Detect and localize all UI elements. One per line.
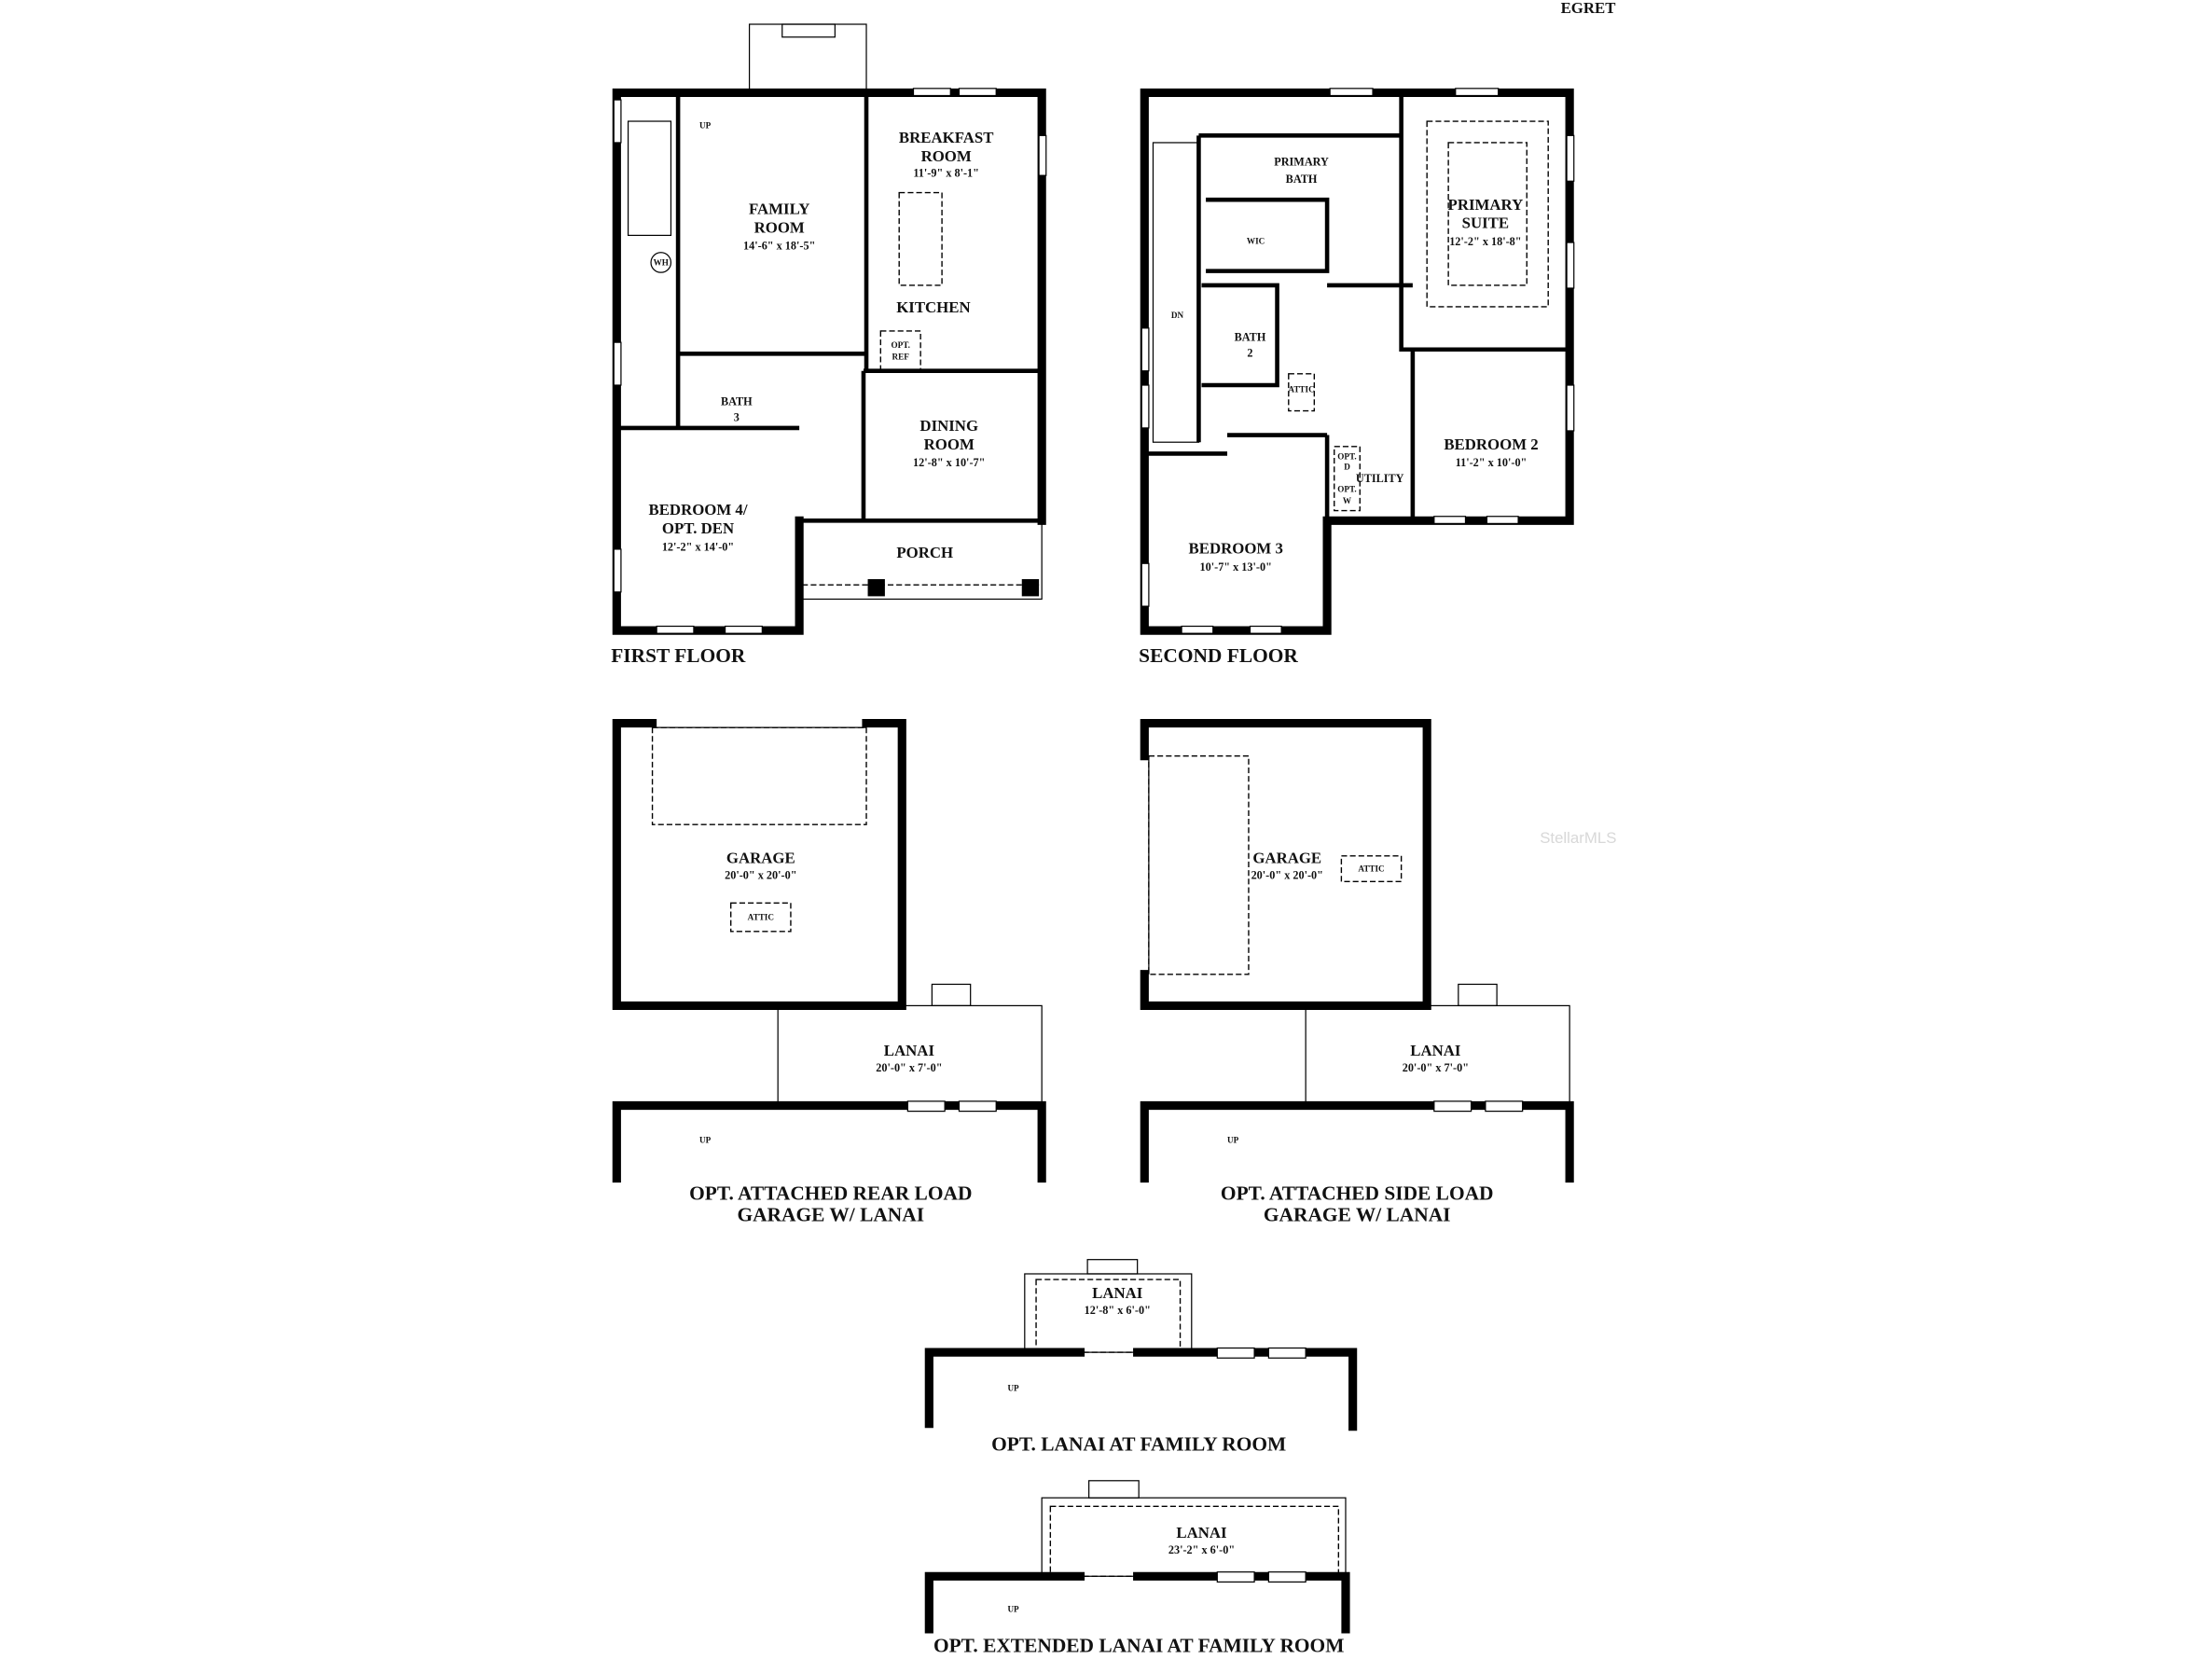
second-floor-caption: SECOND FLOOR bbox=[1139, 644, 1298, 667]
breakfast-room-dims: 11'-9" x 8'-1" bbox=[913, 167, 979, 180]
bath-3-label-2: 3 bbox=[734, 410, 740, 423]
bedroom-3-dims: 10'-7" x 13'-0" bbox=[1200, 560, 1272, 574]
plan-title: EGRET bbox=[1561, 0, 1616, 17]
side-garage-attic-label: ATTIC bbox=[1358, 864, 1384, 874]
side-garage-dims: 20'-0" x 20'-0" bbox=[1251, 868, 1323, 881]
opt-ref-label-2: REF bbox=[892, 352, 910, 361]
bath-2-label-2: 2 bbox=[1247, 346, 1252, 359]
bedroom-4-label: BEDROOM 4/ bbox=[649, 501, 748, 518]
opt-ref-label: OPT. bbox=[892, 340, 910, 350]
opt-dryer-label: OPT. bbox=[1337, 452, 1356, 462]
rear-garage-dims: 20'-0" x 20'-0" bbox=[725, 868, 796, 881]
lanai-label: LANAI bbox=[1092, 1284, 1142, 1302]
porch-label: PORCH bbox=[896, 544, 953, 561]
rear-load-caption-2: GARAGE W/ LANAI bbox=[737, 1203, 924, 1225]
extended-lanai-stairs-up-label: UP bbox=[1007, 1605, 1019, 1614]
rear-garage-label: GARAGE bbox=[726, 849, 795, 866]
bedroom-4-dims: 12'-2" x 14'-0" bbox=[662, 540, 734, 553]
first-floor-caption: FIRST FLOOR bbox=[611, 644, 746, 667]
side-load-caption: OPT. ATTACHED SIDE LOAD bbox=[1221, 1182, 1494, 1204]
stairs-down-label: DN bbox=[1171, 311, 1184, 320]
breakfast-room-label: BREAKFAST bbox=[899, 129, 994, 146]
watermark: StellarMLS bbox=[1540, 829, 1616, 847]
utility-label: UTILITY bbox=[1356, 472, 1404, 485]
extended-lanai-caption: OPT. EXTENDED LANAI AT FAMILY ROOM bbox=[933, 1634, 1344, 1656]
family-room-dims: 14'-6" x 18'-5" bbox=[743, 240, 815, 253]
rear-lanai-dims: 20'-0" x 7'-0" bbox=[876, 1061, 942, 1074]
side-garage-label: GARAGE bbox=[1252, 849, 1321, 866]
lanai-stairs-up-label: UP bbox=[1007, 1383, 1019, 1392]
rear-stairs-up-label: UP bbox=[699, 1135, 712, 1144]
opt-washer-label: OPT. bbox=[1337, 485, 1356, 494]
primary-suite-label-2: SUITE bbox=[1462, 214, 1509, 232]
second-floor-plan: PRIMARY BATH PRIMARY SUITE 12'-2" x 18'-… bbox=[1139, 88, 1575, 667]
bedroom-3-label: BEDROOM 3 bbox=[1189, 540, 1283, 558]
rear-load-caption: OPT. ATTACHED REAR LOAD bbox=[689, 1182, 972, 1204]
first-floor-plan: FAMILY ROOM 14'-6" x 18'-5" BREAKFAST RO… bbox=[611, 23, 1047, 667]
side-load-garage-option: GARAGE 20'-0" x 20'-0" ATTIC LANAI 20'-0… bbox=[1140, 718, 1574, 1225]
extended-lanai-option: LANAI 23'-2" x 6'-0" UP OPT. EXTENDED LA… bbox=[924, 1480, 1350, 1656]
bath-2-label: BATH bbox=[1235, 331, 1266, 344]
primary-bath-label: PRIMARY bbox=[1274, 155, 1329, 168]
attic-label: ATTIC bbox=[1288, 385, 1314, 394]
dining-room-label: DINING bbox=[919, 417, 978, 435]
stairs-up-label: UP bbox=[699, 121, 712, 131]
bedroom-2-dims: 11'-2" x 10'-0" bbox=[1456, 456, 1528, 469]
family-room-label-2: ROOM bbox=[754, 218, 805, 236]
bath-3-label: BATH bbox=[721, 394, 753, 408]
primary-bath-label-2: BATH bbox=[1286, 173, 1318, 186]
lanai-dims: 12'-8" x 6'-0" bbox=[1085, 1304, 1151, 1317]
opt-washer-label-2: W bbox=[1343, 496, 1352, 505]
dining-room-label-2: ROOM bbox=[924, 435, 975, 453]
dining-room-dims: 12'-8" x 10'-7" bbox=[913, 456, 985, 469]
extended-lanai-dims: 23'-2" x 6'-0" bbox=[1168, 1543, 1235, 1556]
side-lanai-label: LANAI bbox=[1410, 1042, 1460, 1059]
family-room-label: FAMILY bbox=[749, 200, 809, 217]
breakfast-room-label-2: ROOM bbox=[921, 147, 972, 165]
primary-suite-label: PRIMARY bbox=[1448, 196, 1524, 214]
bedroom-4-label-2: OPT. DEN bbox=[662, 519, 734, 537]
extended-lanai-label: LANAI bbox=[1176, 1524, 1226, 1541]
side-lanai-dims: 20'-0" x 7'-0" bbox=[1403, 1061, 1469, 1074]
bedroom-2-label: BEDROOM 2 bbox=[1444, 435, 1538, 453]
water-heater-label: WH bbox=[654, 258, 669, 268]
rear-load-garage-option: GARAGE 20'-0" x 20'-0" ATTIC LANAI 20'-0… bbox=[612, 718, 1046, 1225]
side-stairs-up-label: UP bbox=[1227, 1135, 1239, 1144]
wic-label: WIC bbox=[1247, 237, 1265, 246]
rear-garage-attic-label: ATTIC bbox=[748, 913, 774, 922]
rear-lanai-label: LANAI bbox=[884, 1042, 934, 1059]
lanai-option-caption: OPT. LANAI AT FAMILY ROOM bbox=[991, 1433, 1286, 1456]
kitchen-label: KITCHEN bbox=[896, 298, 970, 316]
opt-dryer-label-2: D bbox=[1344, 462, 1350, 471]
lanai-option: LANAI 12'-8" x 6'-0" UP OPT. LANAI AT FA… bbox=[924, 1259, 1358, 1456]
primary-suite-dims: 12'-2" x 18'-8" bbox=[1449, 235, 1521, 248]
side-load-caption-2: GARAGE W/ LANAI bbox=[1264, 1203, 1451, 1225]
